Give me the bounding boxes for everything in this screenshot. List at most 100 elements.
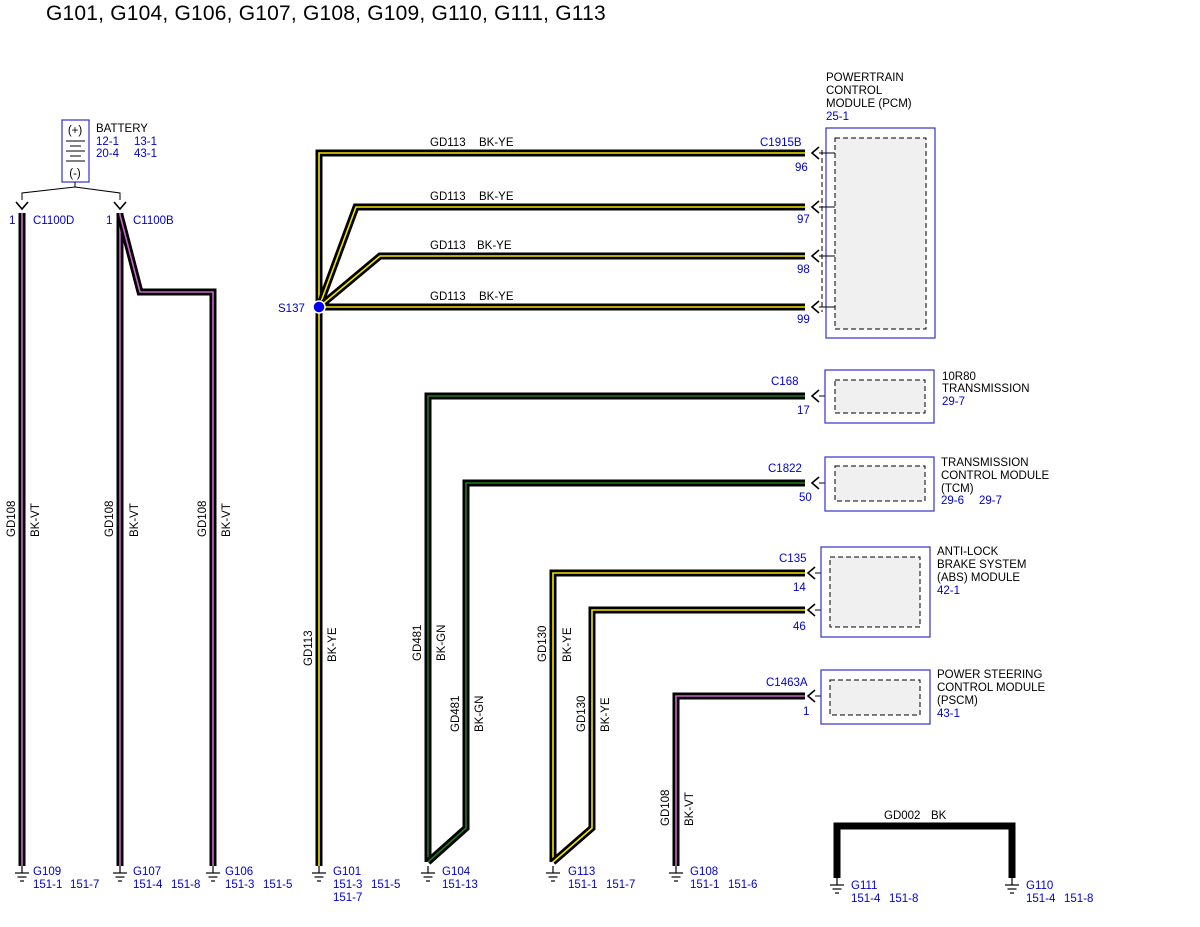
battery-cells-icon bbox=[66, 140, 85, 162]
g101-ref-3: 151-7 bbox=[333, 892, 362, 904]
ground-g113[interactable]: G113 151-1 151-7 bbox=[568, 866, 635, 891]
battery-ref-1: 12-1 bbox=[96, 136, 119, 148]
wire-abs-pin-14[interactable] bbox=[549, 569, 805, 862]
pcm-wire-1-color: BK-YE bbox=[479, 137, 514, 149]
tcm-ref-1[interactable]: 29-6 bbox=[941, 495, 964, 507]
g101-wire-circuit: GD113 bbox=[303, 630, 315, 666]
connector-arrow-icon-c1100d bbox=[15, 201, 29, 211]
pcm-wire-3-color: BK-YE bbox=[477, 240, 512, 252]
ground-g109[interactable]: G109 151-1 151-7 bbox=[33, 866, 99, 891]
ground-g108[interactable]: G108 151-1 151-6 bbox=[690, 866, 757, 891]
ground-g110[interactable]: G110 151-4 151-8 bbox=[1026, 880, 1093, 905]
c1100b-name[interactable]: C1100B bbox=[133, 215, 174, 227]
transmission-connector[interactable]: C168 bbox=[771, 376, 799, 388]
tcm-ref-2[interactable]: 29-7 bbox=[979, 495, 1002, 507]
pcm-ref[interactable]: 25-1 bbox=[826, 111, 849, 123]
g106-wire-circuit: GD108 bbox=[197, 501, 209, 537]
transmission-module[interactable] bbox=[824, 369, 935, 424]
transmission-ref[interactable]: 29-7 bbox=[942, 396, 965, 408]
abs-title-line-1: ANTI-LOCK bbox=[937, 546, 999, 558]
g101-ref-1: 151-3 bbox=[333, 879, 362, 891]
pcm-module[interactable] bbox=[821, 127, 936, 339]
ground-g104[interactable]: G104 151-13 bbox=[442, 866, 478, 891]
gd002-circuit: GD002 bbox=[884, 810, 920, 822]
g106-wire-color: BK-VT bbox=[221, 503, 233, 537]
battery-minus: (-) bbox=[69, 168, 81, 180]
wire-gd002-bk[interactable] bbox=[833, 822, 1016, 878]
battery-leads bbox=[21, 182, 121, 200]
pscm-pin: 1 bbox=[803, 706, 809, 718]
wire-pscm-bk-vt[interactable] bbox=[672, 692, 805, 866]
g113-wire-a-circuit: GD130 bbox=[537, 626, 549, 662]
wire-pcm-pin-97[interactable] bbox=[315, 203, 805, 309]
abs-module[interactable] bbox=[820, 546, 931, 638]
g108-ref-1: 151-1 bbox=[690, 879, 719, 891]
g111-name: G111 bbox=[851, 880, 877, 892]
g104-wire-b-color: BK-GN bbox=[474, 696, 486, 732]
wire-abs-pin-46[interactable] bbox=[550, 606, 805, 865]
diagram-title: G101, G104, G106, G107, G108, G109, G110… bbox=[46, 2, 606, 25]
wire-pcm-pin-98[interactable] bbox=[316, 252, 805, 310]
pscm-title-line-3: (PSCM) bbox=[937, 695, 978, 707]
battery-ref-4: 43-1 bbox=[134, 148, 157, 160]
pscm-connector[interactable]: C1463A bbox=[766, 677, 808, 689]
pcm-pin-98: 98 bbox=[797, 264, 810, 276]
pcm-title-line-3: MODULE (PCM) bbox=[826, 98, 912, 110]
g110-ref-2: 151-8 bbox=[1064, 893, 1093, 905]
battery-plus: (+) bbox=[68, 125, 83, 137]
pcm-wire-4-color: BK-YE bbox=[479, 291, 514, 303]
pcm-wire-3-circuit: GD113 bbox=[430, 240, 466, 252]
g104-wire-a-color: BK-GN bbox=[436, 625, 448, 661]
g104-wire-b-circuit: GD481 bbox=[450, 696, 462, 732]
g109-wire-circuit: GD108 bbox=[6, 501, 18, 537]
g113-wire-b-circuit: GD130 bbox=[576, 696, 588, 732]
tcm-module[interactable] bbox=[824, 456, 935, 512]
tcm-title-line-2: CONTROL MODULE bbox=[941, 470, 1050, 482]
wire-tcm-bk-gn[interactable] bbox=[425, 479, 805, 865]
g108-ref-2: 151-6 bbox=[728, 879, 757, 891]
g106-ref-1: 151-3 bbox=[225, 879, 254, 891]
g113-ref-2: 151-7 bbox=[606, 879, 635, 891]
g104-wire-a-circuit: GD481 bbox=[412, 625, 424, 661]
g108-name: G108 bbox=[690, 866, 718, 878]
pcm-connector[interactable]: C1915B bbox=[760, 137, 802, 149]
wire-g106-bk-vt[interactable] bbox=[116, 214, 217, 866]
g107-wire-circuit: GD108 bbox=[104, 501, 116, 537]
abs-ref[interactable]: 42-1 bbox=[937, 585, 960, 597]
tcm-pin: 50 bbox=[799, 492, 812, 504]
g109-wire-color: BK-VT bbox=[30, 503, 42, 537]
g111-ref-2: 151-8 bbox=[889, 893, 918, 905]
abs-pin-14: 14 bbox=[793, 582, 806, 594]
battery[interactable]: (+) (-) BATTERY 12-1 13-1 20-4 43-1 bbox=[61, 119, 157, 183]
g113-ref-1: 151-1 bbox=[568, 879, 597, 891]
c1100d-name[interactable]: C1100D bbox=[33, 215, 74, 227]
wire-transmission-bk-gn[interactable] bbox=[424, 392, 805, 862]
tcm-title-line-3: (TCM) bbox=[941, 483, 974, 495]
splice-s137-label: S137 bbox=[278, 303, 305, 315]
g113-wire-b-color: BK-YE bbox=[600, 697, 612, 732]
transmission-title-line-1: 10R80 bbox=[942, 371, 976, 383]
pscm-title-line-2: CONTROL MODULE bbox=[937, 682, 1046, 694]
pscm-module[interactable] bbox=[820, 669, 931, 725]
g101-ref-2: 151-5 bbox=[371, 879, 400, 891]
wire-pcm-pin-96[interactable] bbox=[315, 149, 805, 866]
g107-wire-color: BK-VT bbox=[129, 503, 141, 537]
abs-connector[interactable]: C135 bbox=[779, 553, 807, 565]
abs-title-line-3: (ABS) MODULE bbox=[937, 572, 1020, 584]
ground-g101[interactable]: G101 151-3 151-5 151-7 bbox=[333, 866, 400, 904]
splice-s137-dot[interactable] bbox=[312, 300, 326, 314]
transmission-title-line-2: TRANSMISSION bbox=[942, 383, 1030, 395]
g109-ref-2: 151-7 bbox=[70, 879, 99, 891]
g101-wire-color: BK-YE bbox=[327, 627, 339, 662]
pcm-pin-96: 96 bbox=[795, 162, 808, 174]
pscm-ref[interactable]: 43-1 bbox=[937, 708, 960, 720]
ground-g106[interactable]: G106 151-3 151-5 bbox=[225, 866, 292, 891]
gd002-color: BK bbox=[931, 810, 947, 822]
g109-ref-1: 151-1 bbox=[33, 879, 62, 891]
ground-g107[interactable]: G107 151-4 151-8 bbox=[133, 866, 200, 891]
tcm-connector[interactable]: C1822 bbox=[768, 463, 802, 475]
pcm-title-line-2: CONTROL bbox=[826, 85, 883, 97]
g110-name: G110 bbox=[1026, 880, 1053, 892]
ground-g111[interactable]: G111 151-4 151-8 bbox=[851, 880, 918, 905]
